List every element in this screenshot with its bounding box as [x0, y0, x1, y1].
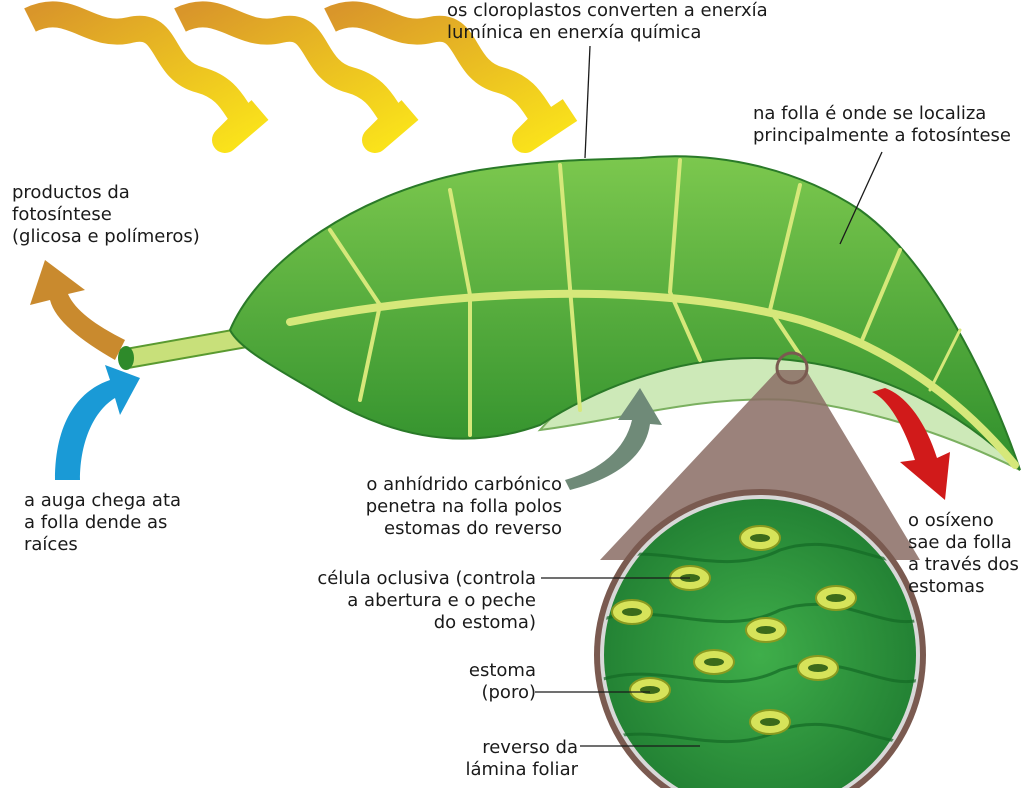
label-guard-cell: célula oclusiva (controla a abertura e o…	[317, 568, 536, 634]
co2-arrow	[565, 388, 662, 490]
label-line: célula oclusiva (controla	[317, 568, 536, 589]
magnifier-source	[775, 351, 809, 385]
label-line: lumínica en enerxía química	[447, 22, 702, 43]
label-underside: reverso da lámina foliar	[465, 737, 578, 781]
products-arrow	[30, 260, 125, 360]
magnified-stomata-view	[594, 489, 926, 788]
label-line: penetra na folla polos	[365, 496, 562, 517]
leaf-veins	[286, 158, 1019, 469]
light-ray-1	[24, 1, 269, 153]
label-line: sae da folla	[908, 532, 1012, 553]
label-products: productos da fotosíntese (glicosa e polí…	[12, 182, 200, 248]
label-line: a abertura e o peche	[347, 590, 536, 611]
label-line: os cloroplastos converten a enerxía	[447, 0, 768, 21]
label-line: estoma	[468, 660, 536, 681]
label-line: (poro)	[481, 682, 536, 703]
label-line: productos da	[12, 182, 130, 203]
label-line: o anhídrido carbónico	[366, 474, 562, 495]
light-ray-2	[174, 1, 419, 153]
label-line: a auga chega ata	[24, 490, 182, 511]
label-co2: o anhídrido carbónico penetra na folla p…	[366, 474, 562, 540]
leader-lines	[535, 45, 883, 747]
label-line: estomas	[908, 576, 985, 597]
label-line: raíces	[24, 534, 78, 555]
label-line: a folla dende as	[24, 512, 168, 533]
label-line: na folla é onde se localiza	[753, 103, 987, 124]
label-leaf-site: na folla é onde se localiza principalmen…	[753, 103, 1011, 147]
label-line: fotosíntese	[12, 204, 112, 225]
label-water: a auga chega ata a folla dende as raíces	[24, 490, 181, 556]
label-line: estomas do reverso	[384, 518, 562, 539]
label-line: (glicosa e polímeros)	[12, 226, 200, 247]
label-line: principalmente a fotosíntese	[753, 125, 1012, 146]
label-line: lámina foliar	[465, 759, 578, 780]
stem-cut	[118, 346, 134, 370]
light-ray-arrows	[24, 1, 578, 153]
water-arrow	[55, 365, 140, 480]
label-chloroplasts: os cloroplastos converten a enerxía lumí…	[447, 0, 768, 44]
label-line: do estoma)	[433, 612, 536, 633]
oxygen-arrow	[872, 388, 950, 500]
label-line: o osíxeno	[908, 510, 994, 531]
light-ray-3	[324, 1, 578, 153]
label-line: a través dos	[908, 554, 1019, 575]
label-oxygen: o osíxeno sae da folla a través dos esto…	[908, 510, 1019, 598]
label-line: reverso da	[482, 737, 578, 758]
label-stoma: estoma (poro)	[469, 660, 536, 704]
